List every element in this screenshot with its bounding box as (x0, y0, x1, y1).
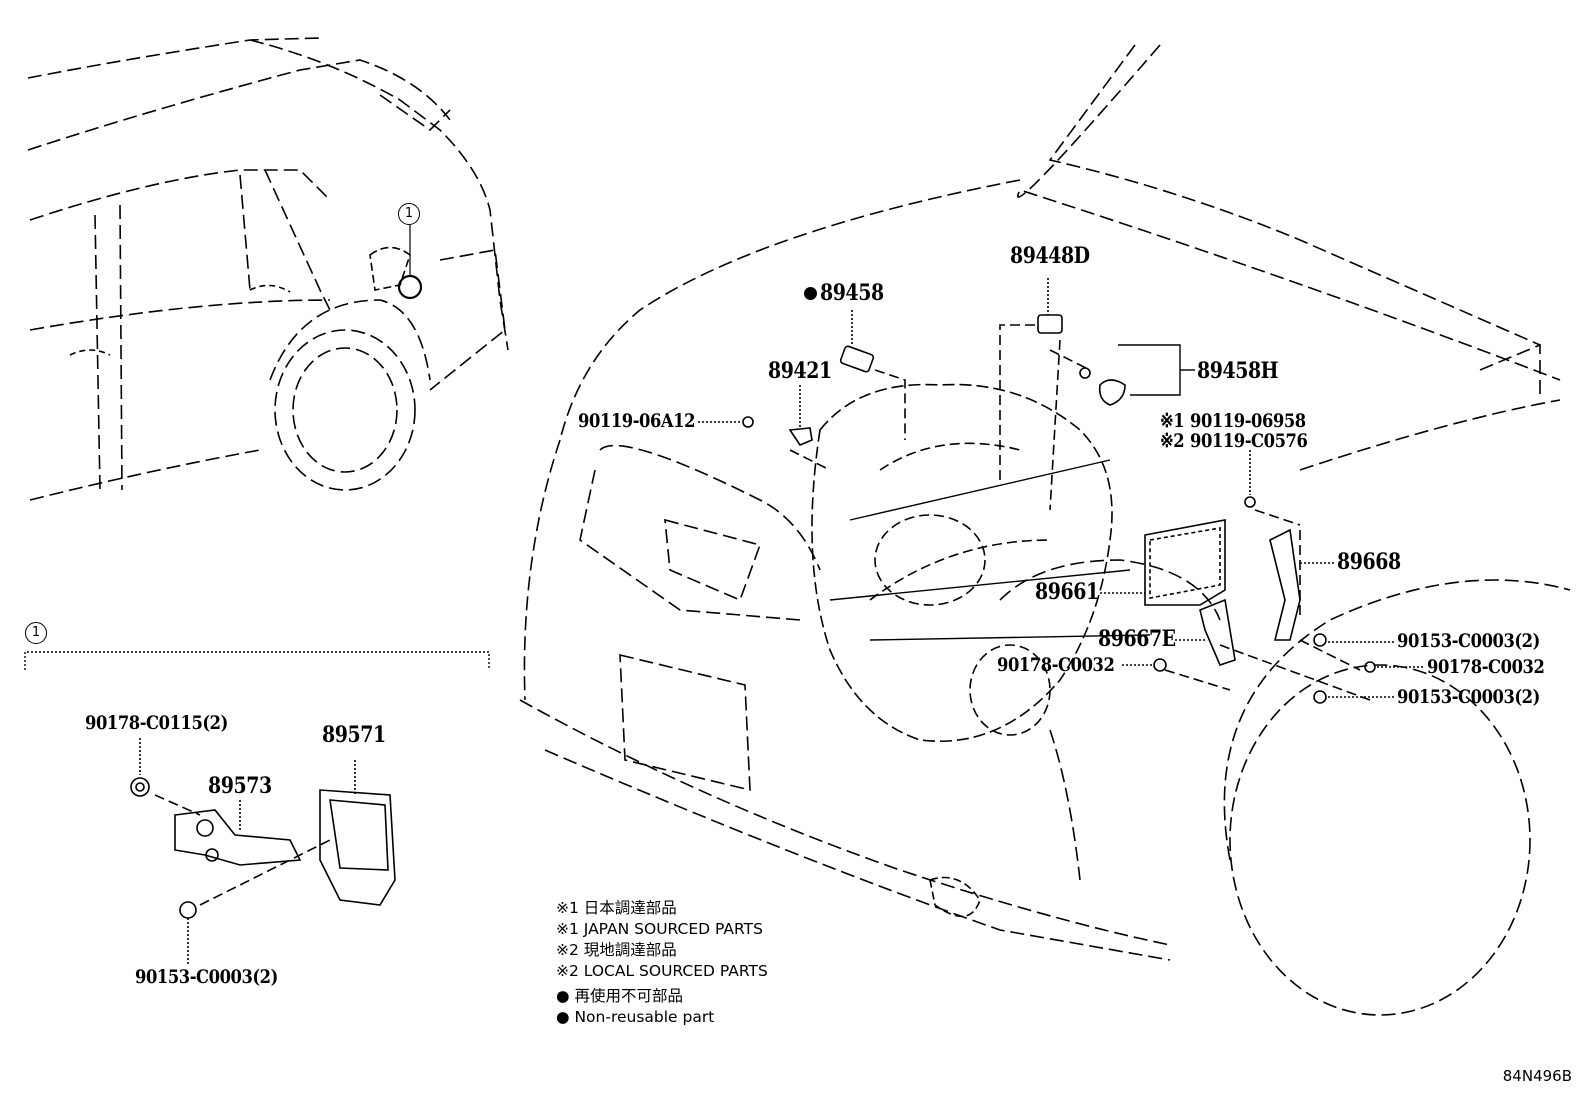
legend: ※1 日本調達部品 ※1 JAPAN SOURCED PARTS ※2 現地調達… (556, 898, 768, 1028)
part-label-89458h[interactable]: 89458H (1197, 358, 1279, 384)
legend-item-non-reusable-jp: ● 再使用不可部品 (556, 987, 683, 1005)
part-label-90178-c0032-right[interactable]: 90178-C0032 (1427, 656, 1545, 678)
part-label-90178-c0032-left[interactable]: 90178-C0032 (997, 654, 1115, 676)
part-label-89458[interactable]: 89458 (820, 280, 884, 306)
part-label-89661[interactable]: 89661 (1035, 579, 1099, 605)
component-shapes (698, 278, 1425, 704)
detail-parts-artwork (130, 738, 396, 965)
part-label-90153-c0003-detail[interactable]: 90153-C0003(2) (135, 966, 278, 988)
part-label-89448d[interactable]: 89448D (1010, 243, 1090, 269)
drawing-code: 84N496B (1502, 1067, 1572, 1085)
rear-vehicle-outline (27, 37, 509, 501)
part-label-89573[interactable]: 89573 (208, 773, 272, 799)
engine-artwork (811, 383, 1151, 742)
legend-item-japan-sourced-en: ※1 JAPAN SOURCED PARTS (556, 920, 763, 938)
legend-item-local-sourced-jp: ※2 現地調達部品 (556, 941, 677, 959)
legend-item-local-sourced-en: ※2 LOCAL SOURCED PARTS (556, 962, 768, 980)
note-mark-2: ※2 (1160, 430, 1185, 452)
callout-number-1: 1 (398, 203, 420, 225)
note-mark-1: ※1 (1160, 410, 1185, 432)
part-label-90119-c0576[interactable]: 90119-C0576 (1190, 430, 1308, 452)
part-label-90119-06a12[interactable]: 90119-06A12 (578, 410, 696, 432)
part-label-89571[interactable]: 89571 (322, 722, 386, 748)
part-label-90153-c0003-upper[interactable]: 90153-C0003(2) (1397, 630, 1540, 652)
legend-item-non-reusable-en: ● Non-reusable part (556, 1008, 715, 1026)
non-reusable-dot-icon (804, 287, 817, 300)
part-label-90153-c0003-lower[interactable]: 90153-C0003(2) (1397, 686, 1540, 708)
part-label-89421[interactable]: 89421 (768, 358, 832, 384)
part-label-90178-c0115[interactable]: 90178-C0115(2) (85, 712, 228, 734)
part-label-89668[interactable]: 89668 (1337, 549, 1401, 575)
part-label-89667e[interactable]: 89667E (1098, 626, 1176, 652)
legend-item-japan-sourced-jp: ※1 日本調達部品 (556, 899, 677, 917)
detail-number-1: 1 (25, 622, 47, 644)
part-label-90119-06958[interactable]: 90119-06958 (1190, 410, 1306, 432)
front-vehicle-outline (519, 44, 1571, 1016)
detail-bracket (24, 651, 490, 670)
